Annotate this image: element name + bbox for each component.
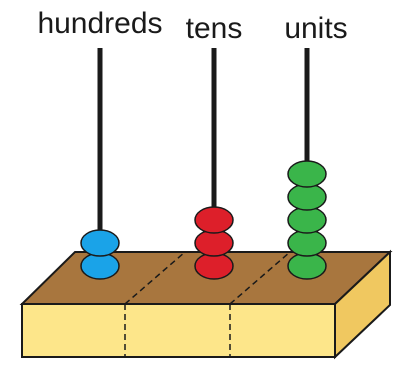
rod-units-label: units (284, 12, 347, 45)
divider-top-right (229, 251, 291, 305)
base-front-face (21, 303, 336, 358)
bead-units (287, 206, 327, 234)
rod-units-beads (287, 160, 327, 280)
rod-tens-beads (194, 206, 234, 280)
divider-top-left (124, 251, 186, 305)
bead-units (287, 183, 327, 211)
bead-hundreds (80, 252, 120, 280)
rod-hundreds: hundreds (37, 7, 163, 280)
bead-units (287, 252, 327, 280)
bead-units (287, 160, 327, 188)
bead-tens (194, 252, 234, 280)
bead-hundreds (80, 229, 120, 257)
bead-tens (194, 229, 234, 257)
rod-tens: tens (186, 12, 243, 280)
rod-units: units (284, 12, 348, 280)
rod-tens-label: tens (186, 12, 243, 45)
bead-tens (194, 206, 234, 234)
rod-hundreds-beads (80, 229, 120, 280)
bead-units (287, 229, 327, 257)
rod-hundreds-label: hundreds (37, 7, 162, 40)
